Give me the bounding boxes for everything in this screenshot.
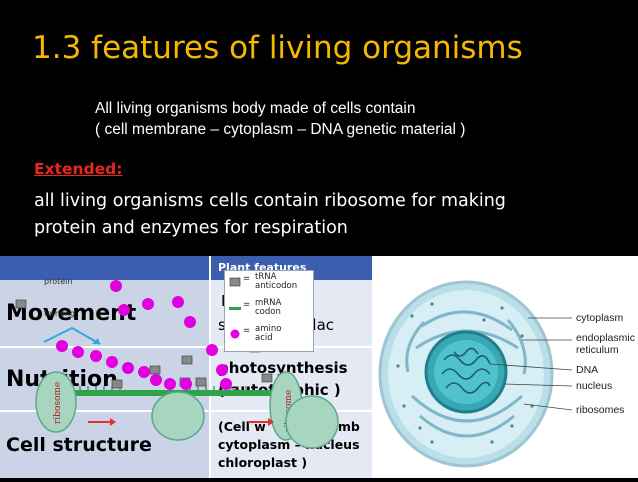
intro-text: All living organisms body made of cells …: [95, 98, 465, 140]
red-arrow-head: [110, 418, 116, 426]
legend-amino-line-1: amino: [255, 324, 282, 334]
legend-amino-line-2: acid: [255, 333, 273, 343]
protein-arrow-head: [92, 338, 100, 344]
animal-cell-figure: cytoplasm endoplasmic reticulum DNA nucl…: [372, 256, 638, 478]
extended-text: all living organisms cells contain ribos…: [34, 188, 624, 242]
cell-label-ribosomes: ribosomes: [576, 404, 625, 416]
animal-cell-illustration: [378, 280, 573, 468]
ribosome-far-right: [285, 395, 339, 449]
legend-trna-line-2: anticodon: [255, 281, 298, 291]
cell-structure-value-line-3: chloroplast ): [218, 455, 308, 470]
red-arrow-head: [268, 418, 274, 426]
legend-mrna-line-2: codon: [255, 307, 281, 317]
legend-trna-line-1: tRNA: [255, 272, 277, 282]
intro-line-2: ( cell membrane – cytoplasm – DNA geneti…: [95, 121, 466, 138]
row-label-movement: Movement: [0, 280, 210, 346]
protein-arrow: [43, 326, 101, 345]
cell-label-dna: DNA: [576, 364, 599, 376]
amino-acid-icon: [230, 329, 240, 339]
ribosome-left-label: ribosome: [53, 382, 63, 424]
legend-trna-label: tRNA anticodon: [255, 273, 297, 291]
mrna-strand: [40, 390, 290, 396]
cell-label-nucleus: nucleus: [576, 380, 613, 392]
legend-amino-label: amino acid: [255, 325, 281, 343]
label-leader-lines: [489, 317, 573, 411]
row-label-movement-text: Movement: [6, 300, 137, 326]
legend-mrna-line-1: mRNA: [255, 298, 282, 308]
extended-label: Extended:: [34, 160, 123, 178]
cell-label-er: endoplasmic reticulum: [576, 332, 635, 356]
amino-acid-chain: [56, 280, 232, 390]
ribosome-middle: [151, 391, 205, 441]
trna-icon: [229, 277, 241, 287]
forming-label: forming: [44, 309, 75, 318]
ribosome-left-small: [35, 371, 77, 433]
mrna-icon: [229, 307, 241, 310]
table-header-left: [0, 256, 210, 280]
mrna-codons: [47, 386, 247, 390]
extended-line-2: protein and enzymes for respiration: [34, 218, 348, 238]
nutrition-value-line-1: photosynthesis: [218, 359, 348, 377]
legend-mrna-label: mRNA codon: [255, 299, 281, 317]
cell-label-er-line-1: endoplasmic: [576, 332, 635, 344]
protein-synthesis-diagram: protein forming ribosome ribosome: [15, 277, 339, 449]
cell-label-er-line-2: reticulum: [576, 344, 619, 356]
cell-label-cytoplasm: cytoplasm: [576, 312, 624, 324]
slide-title: 1.3 features of living organisms: [32, 30, 523, 66]
row-divider: [0, 346, 372, 348]
diagram-legend: = tRNA anticodon = mRNA codon = amino ac…: [224, 270, 314, 352]
protein-label: protein: [44, 277, 72, 286]
row-label-nutrition: Nutrition: [0, 348, 210, 410]
intro-line-1: All living organisms body made of cells …: [95, 100, 416, 117]
extended-line-1: all living organisms cells contain ribos…: [34, 191, 506, 211]
row-label-cell-structure-text: Cell structure: [6, 434, 152, 456]
column-divider: [209, 256, 211, 478]
dna-strands: [441, 347, 491, 394]
